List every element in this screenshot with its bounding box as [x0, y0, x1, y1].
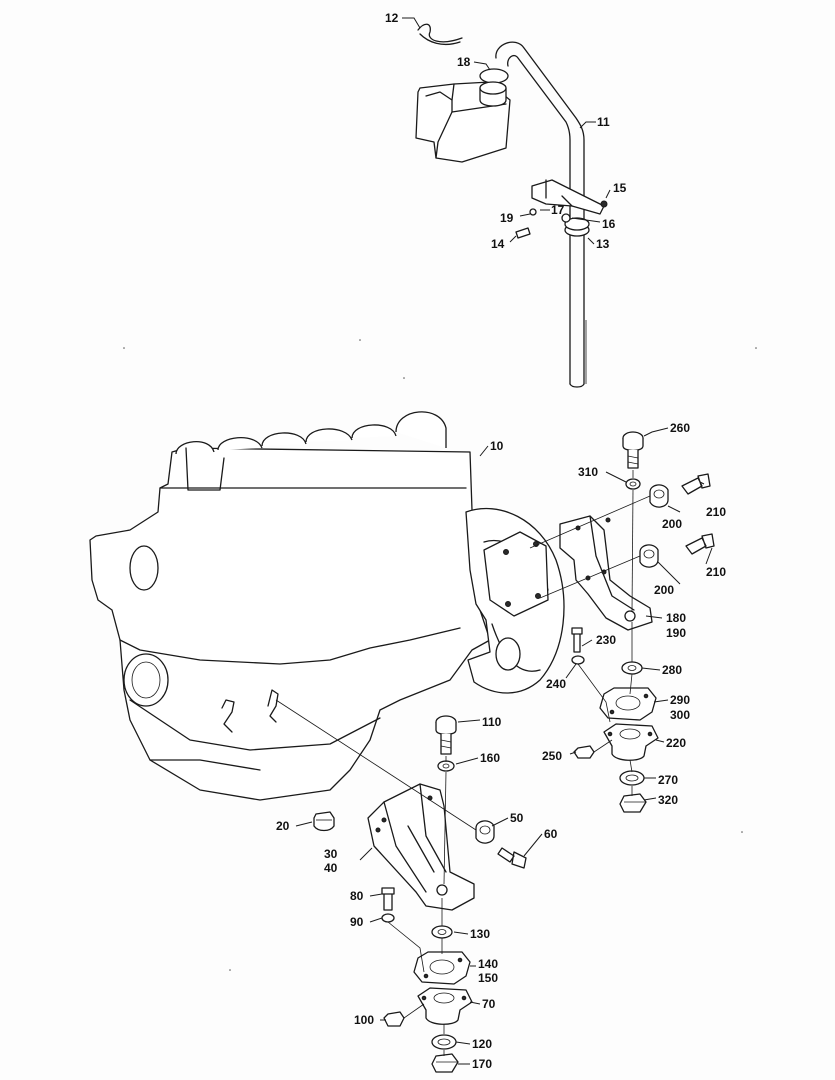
label-130: 130: [470, 927, 490, 941]
label-190: 190: [666, 626, 686, 640]
part-230-bolt: [571, 627, 583, 653]
breather-assembly: [415, 23, 608, 388]
scan-specks: [123, 339, 757, 971]
label-200-upper: 200: [662, 517, 682, 531]
part-140-plate: [413, 951, 471, 985]
part-160-washer: [437, 760, 455, 772]
part-19-washer: [529, 208, 537, 216]
label-100: 100: [354, 1013, 374, 1027]
part-20-plug: [313, 811, 335, 832]
label-15: 15: [613, 181, 627, 195]
flywheel-housing: [465, 507, 565, 694]
part-100-nut: [383, 1011, 405, 1027]
part-320-nut: [619, 793, 647, 813]
label-70: 70: [482, 997, 496, 1011]
label-90: 90: [350, 915, 364, 929]
label-18: 18: [457, 55, 471, 69]
part-200-bushing-upper: [649, 484, 669, 508]
label-16: 16: [602, 217, 616, 231]
part-11-pipe: [495, 41, 585, 385]
label-19: 19: [500, 211, 514, 225]
part-310-washer: [625, 478, 641, 490]
part-130-washer: [431, 925, 453, 939]
label-240: 240: [546, 677, 566, 691]
part-250-nut: [573, 745, 595, 759]
part-50-bushing: [475, 820, 495, 844]
label-13: 13: [596, 237, 610, 251]
label-150: 150: [478, 971, 498, 985]
label-11: 11: [597, 115, 610, 129]
part-170-nut: [431, 1053, 459, 1073]
right-mount-assembly: [559, 431, 715, 813]
left-mount-assembly: [313, 715, 527, 1073]
label-230: 230: [596, 633, 616, 647]
part-12-clip: [417, 23, 463, 43]
label-40: 40: [324, 861, 338, 875]
label-200-lower: 200: [654, 583, 674, 597]
part-10-engine-block: [89, 447, 491, 801]
label-30: 30: [324, 847, 338, 861]
label-220: 220: [666, 736, 686, 750]
label-310: 310: [578, 465, 598, 479]
part-15-screw: [600, 200, 608, 208]
label-260: 260: [670, 421, 690, 435]
label-17: 17: [551, 203, 565, 217]
label-12: 12: [385, 11, 399, 25]
part-200-bushing-lower: [639, 544, 659, 568]
label-180: 180: [666, 611, 686, 625]
mounting-plate: [483, 531, 549, 617]
label-80: 80: [350, 889, 364, 903]
part-70-mount: [417, 987, 473, 1025]
label-290: 290: [670, 693, 690, 707]
label-170: 170: [472, 1057, 492, 1071]
part-80-bolt: [381, 887, 395, 911]
part-14-bolt: [515, 227, 531, 239]
part-280-washer: [621, 661, 643, 675]
part-18-cap: [479, 68, 509, 84]
engine-block: [89, 411, 491, 801]
label-50: 50: [510, 811, 524, 825]
label-320: 320: [658, 793, 678, 807]
label-160: 160: [480, 751, 500, 765]
part-labels: 12 18 11 15 17 19 16 14 13 10 260 310 21…: [276, 11, 726, 1071]
leader-lines: [295, 17, 713, 1065]
part-17-bracket: [531, 179, 605, 215]
label-210-upper: 210: [706, 505, 726, 519]
label-210-lower: 210: [706, 565, 726, 579]
part-210-bolt-lower: [685, 533, 715, 555]
part-220-mount: [603, 723, 659, 761]
label-20: 20: [276, 819, 290, 833]
label-60: 60: [544, 827, 558, 841]
part-120-washer: [431, 1034, 457, 1050]
part-210-bolt-upper: [681, 473, 711, 495]
part-240-washer: [571, 655, 585, 665]
label-270: 270: [658, 773, 678, 787]
label-300: 300: [670, 708, 690, 722]
label-10: 10: [490, 439, 504, 453]
part-16-nut: [561, 213, 571, 223]
part-270-washer: [619, 770, 645, 786]
label-280: 280: [662, 663, 682, 677]
assembly-lines: [275, 320, 651, 1056]
part-90-washer: [381, 913, 395, 923]
label-120: 120: [472, 1037, 492, 1051]
label-140: 140: [478, 957, 498, 971]
label-250: 250: [542, 749, 562, 763]
label-14: 14: [491, 237, 505, 251]
part-60-bolt: [497, 847, 527, 869]
label-110: 110: [482, 715, 502, 729]
